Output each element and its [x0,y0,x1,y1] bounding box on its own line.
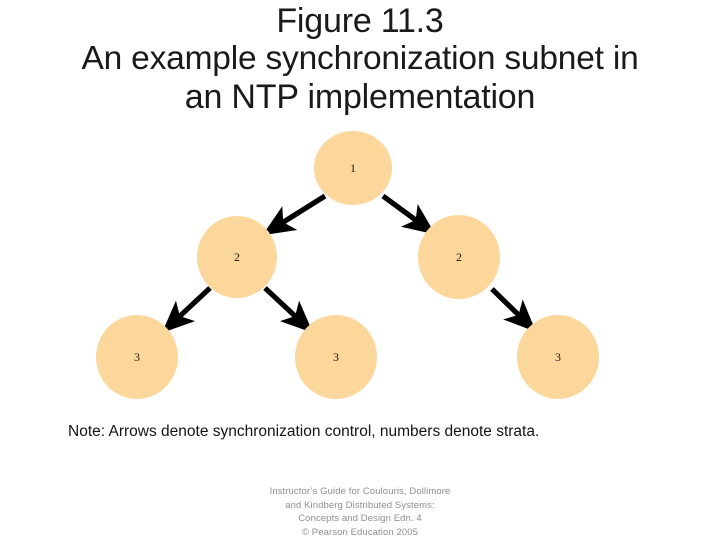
node-label: 2 [234,250,240,264]
node-stratum-3-left[interactable]: 3 [96,315,178,399]
node-stratum-3-middle[interactable]: 3 [295,315,377,399]
node-label: 3 [134,350,140,364]
edge-n1-to-n2b [381,193,436,235]
footer-line-1: Instructor’s Guide for Coulouris, Dollim… [269,486,451,497]
node-stratum-2-left[interactable]: 2 [197,216,277,298]
footer-line-2: and Kindberg Distributed Systems: [285,499,435,511]
edge-n2a-to-n3b [263,286,314,333]
node-stratum-1[interactable]: 1 [314,131,392,205]
diagram-note: Note: Arrows denote synchronization cont… [68,423,540,440]
footer-line-4: © Pearson Education 2005 [301,526,419,538]
node-label: 1 [350,161,356,175]
arrow-layer [161,193,536,333]
node-stratum-2-right[interactable]: 2 [418,215,500,299]
edge-n2a-to-n3a [161,286,212,333]
node-label: 3 [333,350,339,364]
node-label: 2 [456,250,462,264]
synchronization-subnet-diagram: 1 2 2 3 3 3 [96,131,599,399]
edge-n2b-to-n3c [490,287,536,332]
edge-n1-to-n2a [262,193,327,236]
footer-line-3: Concepts and Design Edn. 4 [298,513,422,524]
footer-attribution: Instructor’s Guide for Coulouris, Dollim… [0,485,720,539]
node-stratum-3-right[interactable]: 3 [517,315,599,399]
node-label: 3 [555,350,561,364]
